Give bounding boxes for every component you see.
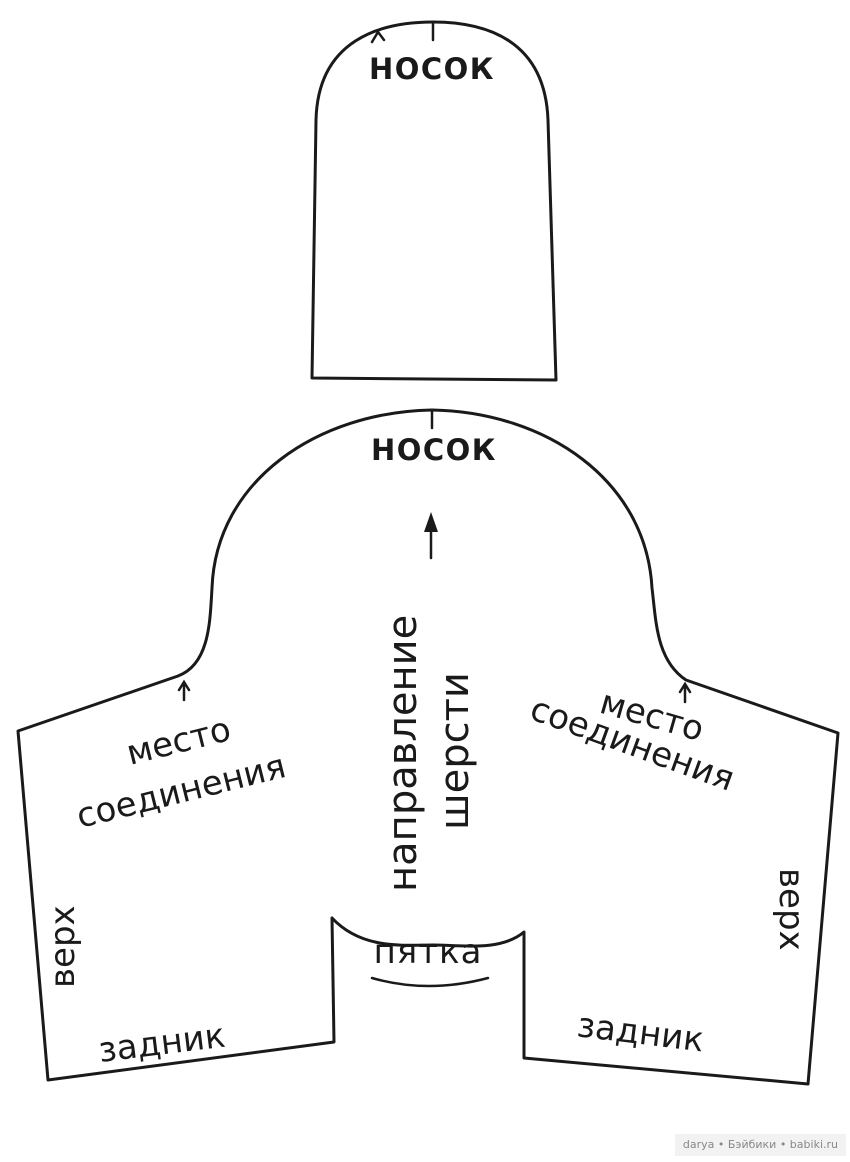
heel-label: пятка: [374, 932, 483, 972]
toe-piece-label: НОСОК: [369, 52, 495, 86]
toe-piece-notch-arrow: [370, 29, 386, 44]
main-piece: НОСОК направление шерсти место соединени…: [16, 408, 840, 1086]
main-toe-label: НОСОК: [371, 433, 497, 467]
heel-arc: [370, 976, 490, 988]
grain-direction-arrow: [424, 512, 438, 560]
join-marker-right-icon: [678, 681, 692, 704]
back-label-right: задник: [575, 1005, 706, 1060]
grain-label-line2: шерсти: [432, 672, 478, 830]
back-label-left: задник: [96, 1016, 227, 1071]
toe-piece: НОСОК: [310, 20, 558, 382]
join-marker-left-icon: [177, 679, 191, 702]
watermark: darya • Бэйбики • babiki.ru: [674, 1134, 846, 1156]
main-piece-outline: [16, 408, 840, 1086]
upper-label-left: верх: [43, 905, 83, 988]
grain-label-line1: направление: [380, 615, 426, 892]
upper-label-right: верх: [771, 868, 811, 951]
